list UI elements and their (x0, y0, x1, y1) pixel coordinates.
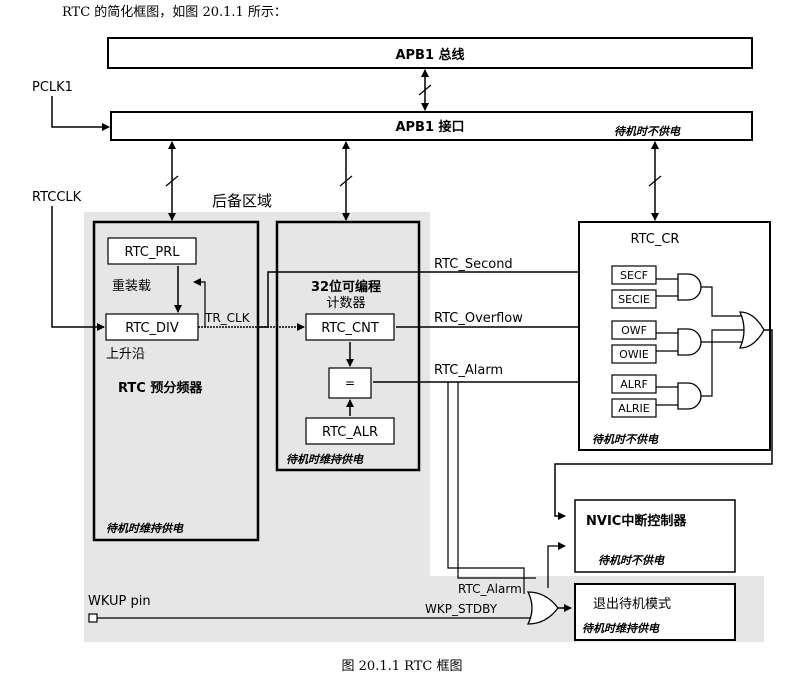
owf-label: OWF (621, 324, 647, 337)
wkp-stdby-label: WKP_STDBY (425, 602, 498, 616)
counter-title-2: 计数器 (326, 296, 365, 311)
counter-note: 待机时维持供电 (286, 453, 364, 466)
figure-caption: 图 20.1.1 RTC 框图 (342, 659, 463, 674)
wkup-pin-label: WKUP pin (88, 594, 151, 609)
rtc-second-label: RTC_Second (434, 257, 513, 272)
secf-label: SECF (620, 269, 648, 282)
exit-standby-block (574, 583, 736, 641)
owie-label: OWIE (619, 348, 649, 361)
alrie-label: ALRIE (618, 402, 650, 415)
alarm-to-or-line (457, 382, 536, 579)
apb1-bus-box (107, 37, 753, 69)
gate-inputs (656, 278, 678, 406)
backup-domain-label: 后备区域 (212, 192, 272, 210)
counter-title-1: 32位可编程 (311, 279, 381, 295)
rtc-overflow-label: RTC_Overflow (434, 311, 523, 326)
and-gate-overflow (677, 328, 702, 356)
wkup-pin-terminal (88, 613, 98, 623)
rtc-cr-block (578, 221, 771, 451)
alrf-box (611, 374, 657, 394)
wakeup-or-gate (526, 591, 559, 625)
exit-standby-label: 退出待机模式 (593, 597, 671, 612)
apb1-bus-label: APB1 总线 (395, 47, 464, 63)
rtcclk-line (51, 206, 105, 331)
comparator-box (328, 367, 372, 399)
intro-text: RTC 的简化框图，如图 20.1.1 所示： (62, 4, 287, 20)
secie-box (611, 289, 657, 309)
secf-box (611, 265, 657, 285)
gate-outputs (701, 286, 744, 397)
rising-edge-label: 上升沿 (106, 347, 145, 362)
and-gates (677, 273, 702, 410)
counter-block (275, 220, 421, 472)
rtcclk-label: RTCCLK (32, 190, 82, 205)
rtc-alarm-label: RTC_Alarm (434, 363, 503, 378)
or-to-nvic-line (554, 329, 773, 520)
alarm-to-nvic-line (547, 542, 566, 588)
rtc-cnt-label: RTC_CNT (321, 321, 379, 336)
comparator-label: = (345, 376, 355, 390)
interface-links (165, 141, 662, 221)
apb1-interface-box (110, 111, 753, 141)
prescaler-note: 待机时维持供电 (106, 522, 184, 535)
pclk1-label: PCLK1 (32, 80, 73, 95)
exit-standby-note: 待机时维持供电 (582, 622, 660, 635)
reload-feedback (193, 278, 206, 327)
and-gate-alarm (677, 382, 702, 410)
rtc-alr-label: RTC_ALR (322, 425, 378, 440)
alrie-box (611, 398, 657, 418)
rtc-prl-label: RTC_PRL (125, 245, 181, 260)
signal-lines (257, 268, 611, 386)
prescaler-label: RTC 预分频器 (118, 380, 203, 396)
rtc-div-label: RTC_DIV (125, 321, 179, 336)
rtc-alarm-low-label: RTC_Alarm (458, 582, 522, 596)
owie-box (611, 344, 657, 364)
rtc-cnt-box (305, 313, 395, 341)
tr-clk-label: TR_CLK (204, 311, 251, 325)
nvic-label: NVIC中断控制器 (586, 513, 687, 529)
flag-registers (611, 265, 657, 418)
reload-label: 重装载 (112, 278, 151, 294)
alarm-down-line (447, 382, 525, 594)
alrf-label: ALRF (620, 378, 648, 391)
apb1-interface-note: 待机时不供电 (614, 125, 681, 138)
pclk1-line (51, 96, 110, 131)
rtc-cr-note: 待机时不供电 (592, 433, 659, 446)
owf-box (611, 320, 657, 340)
apb1-bus-link (418, 69, 432, 111)
nvic-note: 待机时不供电 (598, 554, 665, 567)
secie-label: SECIE (618, 293, 650, 306)
and-gate-second (677, 273, 702, 301)
nvic-block (574, 499, 736, 573)
or-gate (738, 311, 765, 349)
rtc-prl-box (107, 237, 197, 265)
rtc-alr-box (305, 417, 395, 445)
prescaler-block (92, 220, 260, 542)
rtc-cr-label: RTC_CR (631, 232, 680, 247)
apb1-interface-label: APB1 接口 (395, 119, 464, 135)
